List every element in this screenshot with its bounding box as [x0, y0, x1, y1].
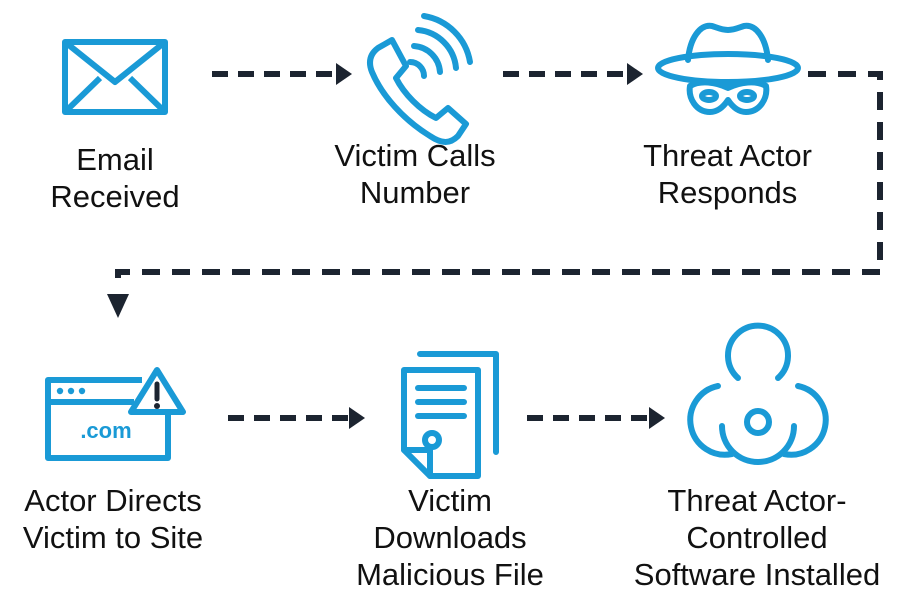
envelope-icon: [62, 39, 168, 115]
browser-domain-text: .com: [80, 418, 131, 443]
label-line: Downloads: [373, 520, 527, 555]
connector-5: [527, 407, 665, 429]
phone-ringing-icon: [367, 13, 473, 145]
step-label-email-received: Email Received: [20, 141, 210, 215]
label-line: Malicious File: [356, 557, 544, 592]
label-line: Controlled: [686, 520, 828, 555]
label-line: Number: [359, 175, 471, 210]
step-label-victim-downloads: Victim Downloads Malicious File: [335, 482, 565, 593]
step-label-actor-directs: Actor Directs Victim to Site: [2, 482, 224, 556]
threat-actor-spy-icon: [655, 22, 801, 115]
step-label-victim-calls: Victim Calls Number: [310, 137, 520, 211]
browser-warning-icon: .com: [45, 367, 186, 461]
step-label-threat-actor-responds: Threat Actor Responds: [615, 137, 840, 211]
label-line: Software Installed: [633, 557, 881, 592]
connector-2: [503, 63, 643, 85]
label-line: Victim to Site: [22, 520, 204, 555]
label-line: Threat Actor-: [667, 483, 847, 518]
biohazard-icon: [687, 322, 829, 465]
label-line: Victim Calls: [334, 138, 496, 173]
label-line: Received: [50, 179, 180, 214]
label-line: Actor Directs: [24, 483, 202, 518]
label-line: Responds: [657, 175, 798, 210]
warning-triangle-icon: [128, 367, 186, 415]
connector-4: [228, 407, 365, 429]
label-line: Email: [76, 142, 154, 177]
label-line: Threat Actor: [643, 138, 812, 173]
documents-icon: [401, 351, 499, 479]
connector-1: [212, 63, 352, 85]
label-line: Victim: [408, 483, 492, 518]
step-label-software-installed: Threat Actor- Controlled Software Instal…: [612, 482, 902, 593]
connector-3: [107, 71, 883, 318]
